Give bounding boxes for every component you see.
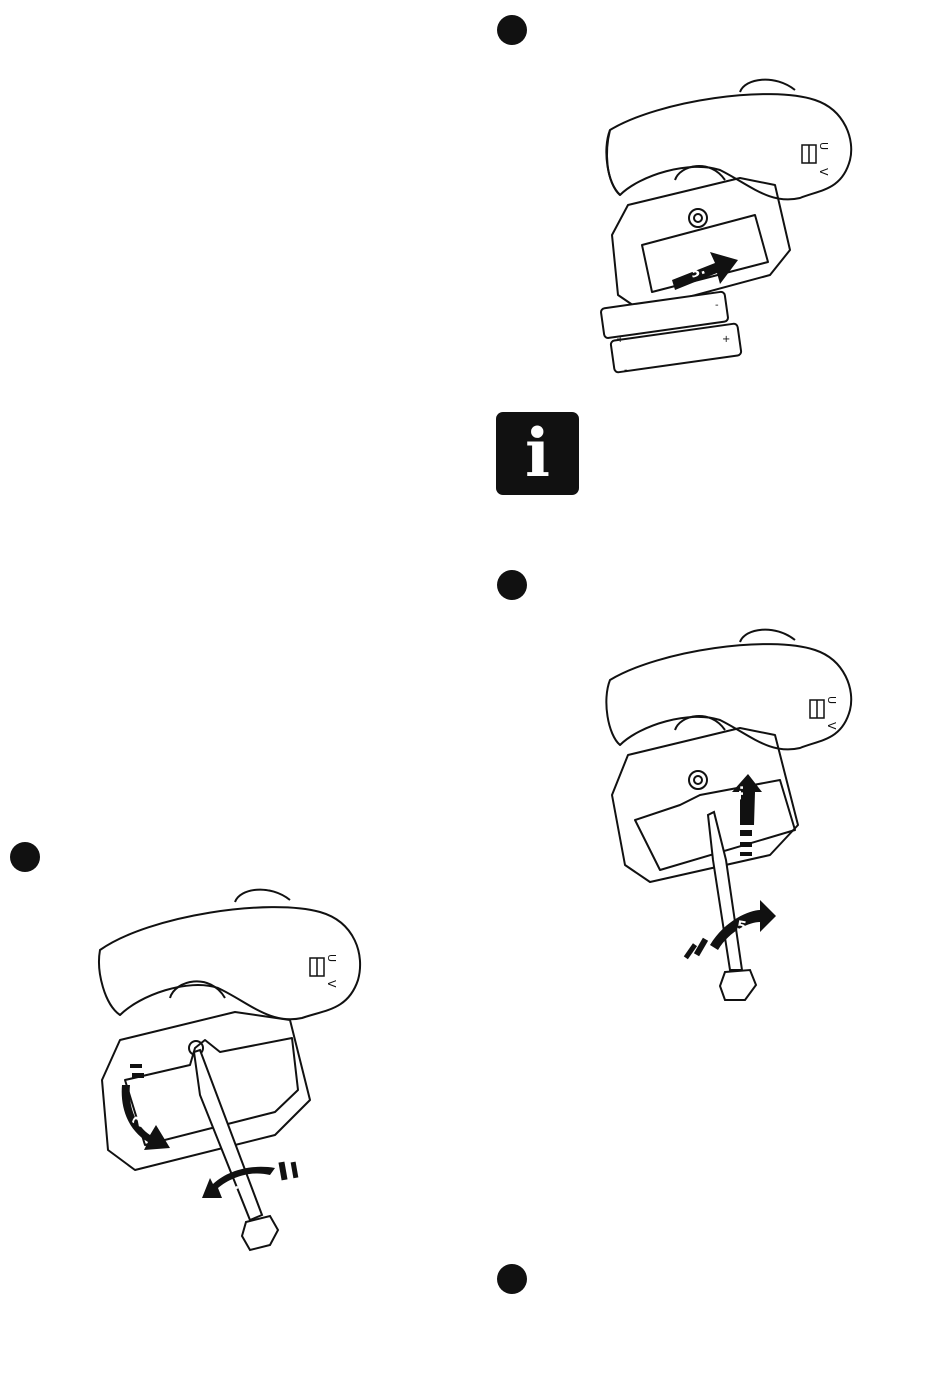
switch-u-v [310, 958, 324, 976]
screwdriver [708, 812, 756, 1000]
figure-open-cover: U V 2. 1. [70, 880, 370, 1280]
info-letter: i [496, 412, 579, 495]
switch-label-u: U [817, 142, 830, 150]
step-bullet-left [10, 842, 40, 872]
battery-minus-2: - [624, 365, 628, 376]
info-icon: i [496, 412, 579, 495]
device-housing [606, 644, 851, 749]
switch-u-v [802, 145, 816, 163]
device-housing [99, 907, 360, 1019]
switch-label-u: U [325, 954, 338, 962]
screwdriver [194, 1050, 278, 1250]
switch-label-u: U [825, 696, 838, 704]
switch-label-v: V [817, 168, 830, 176]
step-bullet-top [497, 15, 527, 45]
switch-u-v [810, 700, 824, 718]
battery-plus-1: + [616, 334, 624, 345]
figure-close-cover: U V 4. 5. [580, 620, 870, 1020]
step-label-5: 5. [735, 918, 753, 936]
switch-label-v: V [325, 980, 338, 988]
switch-label-v: V [825, 722, 838, 730]
battery-plus-2: + [722, 334, 730, 345]
device-housing [606, 94, 851, 199]
battery-minus-1: - [715, 300, 719, 311]
battery-cover [612, 728, 798, 882]
step-label-4: 4. [731, 785, 747, 800]
step-bullet-middle [497, 570, 527, 600]
figure-insert-batteries: U V + - + - 3. [580, 70, 870, 400]
arrow-remove [122, 1064, 170, 1150]
step-bullet-bottom [497, 1264, 527, 1294]
battery [601, 291, 742, 372]
